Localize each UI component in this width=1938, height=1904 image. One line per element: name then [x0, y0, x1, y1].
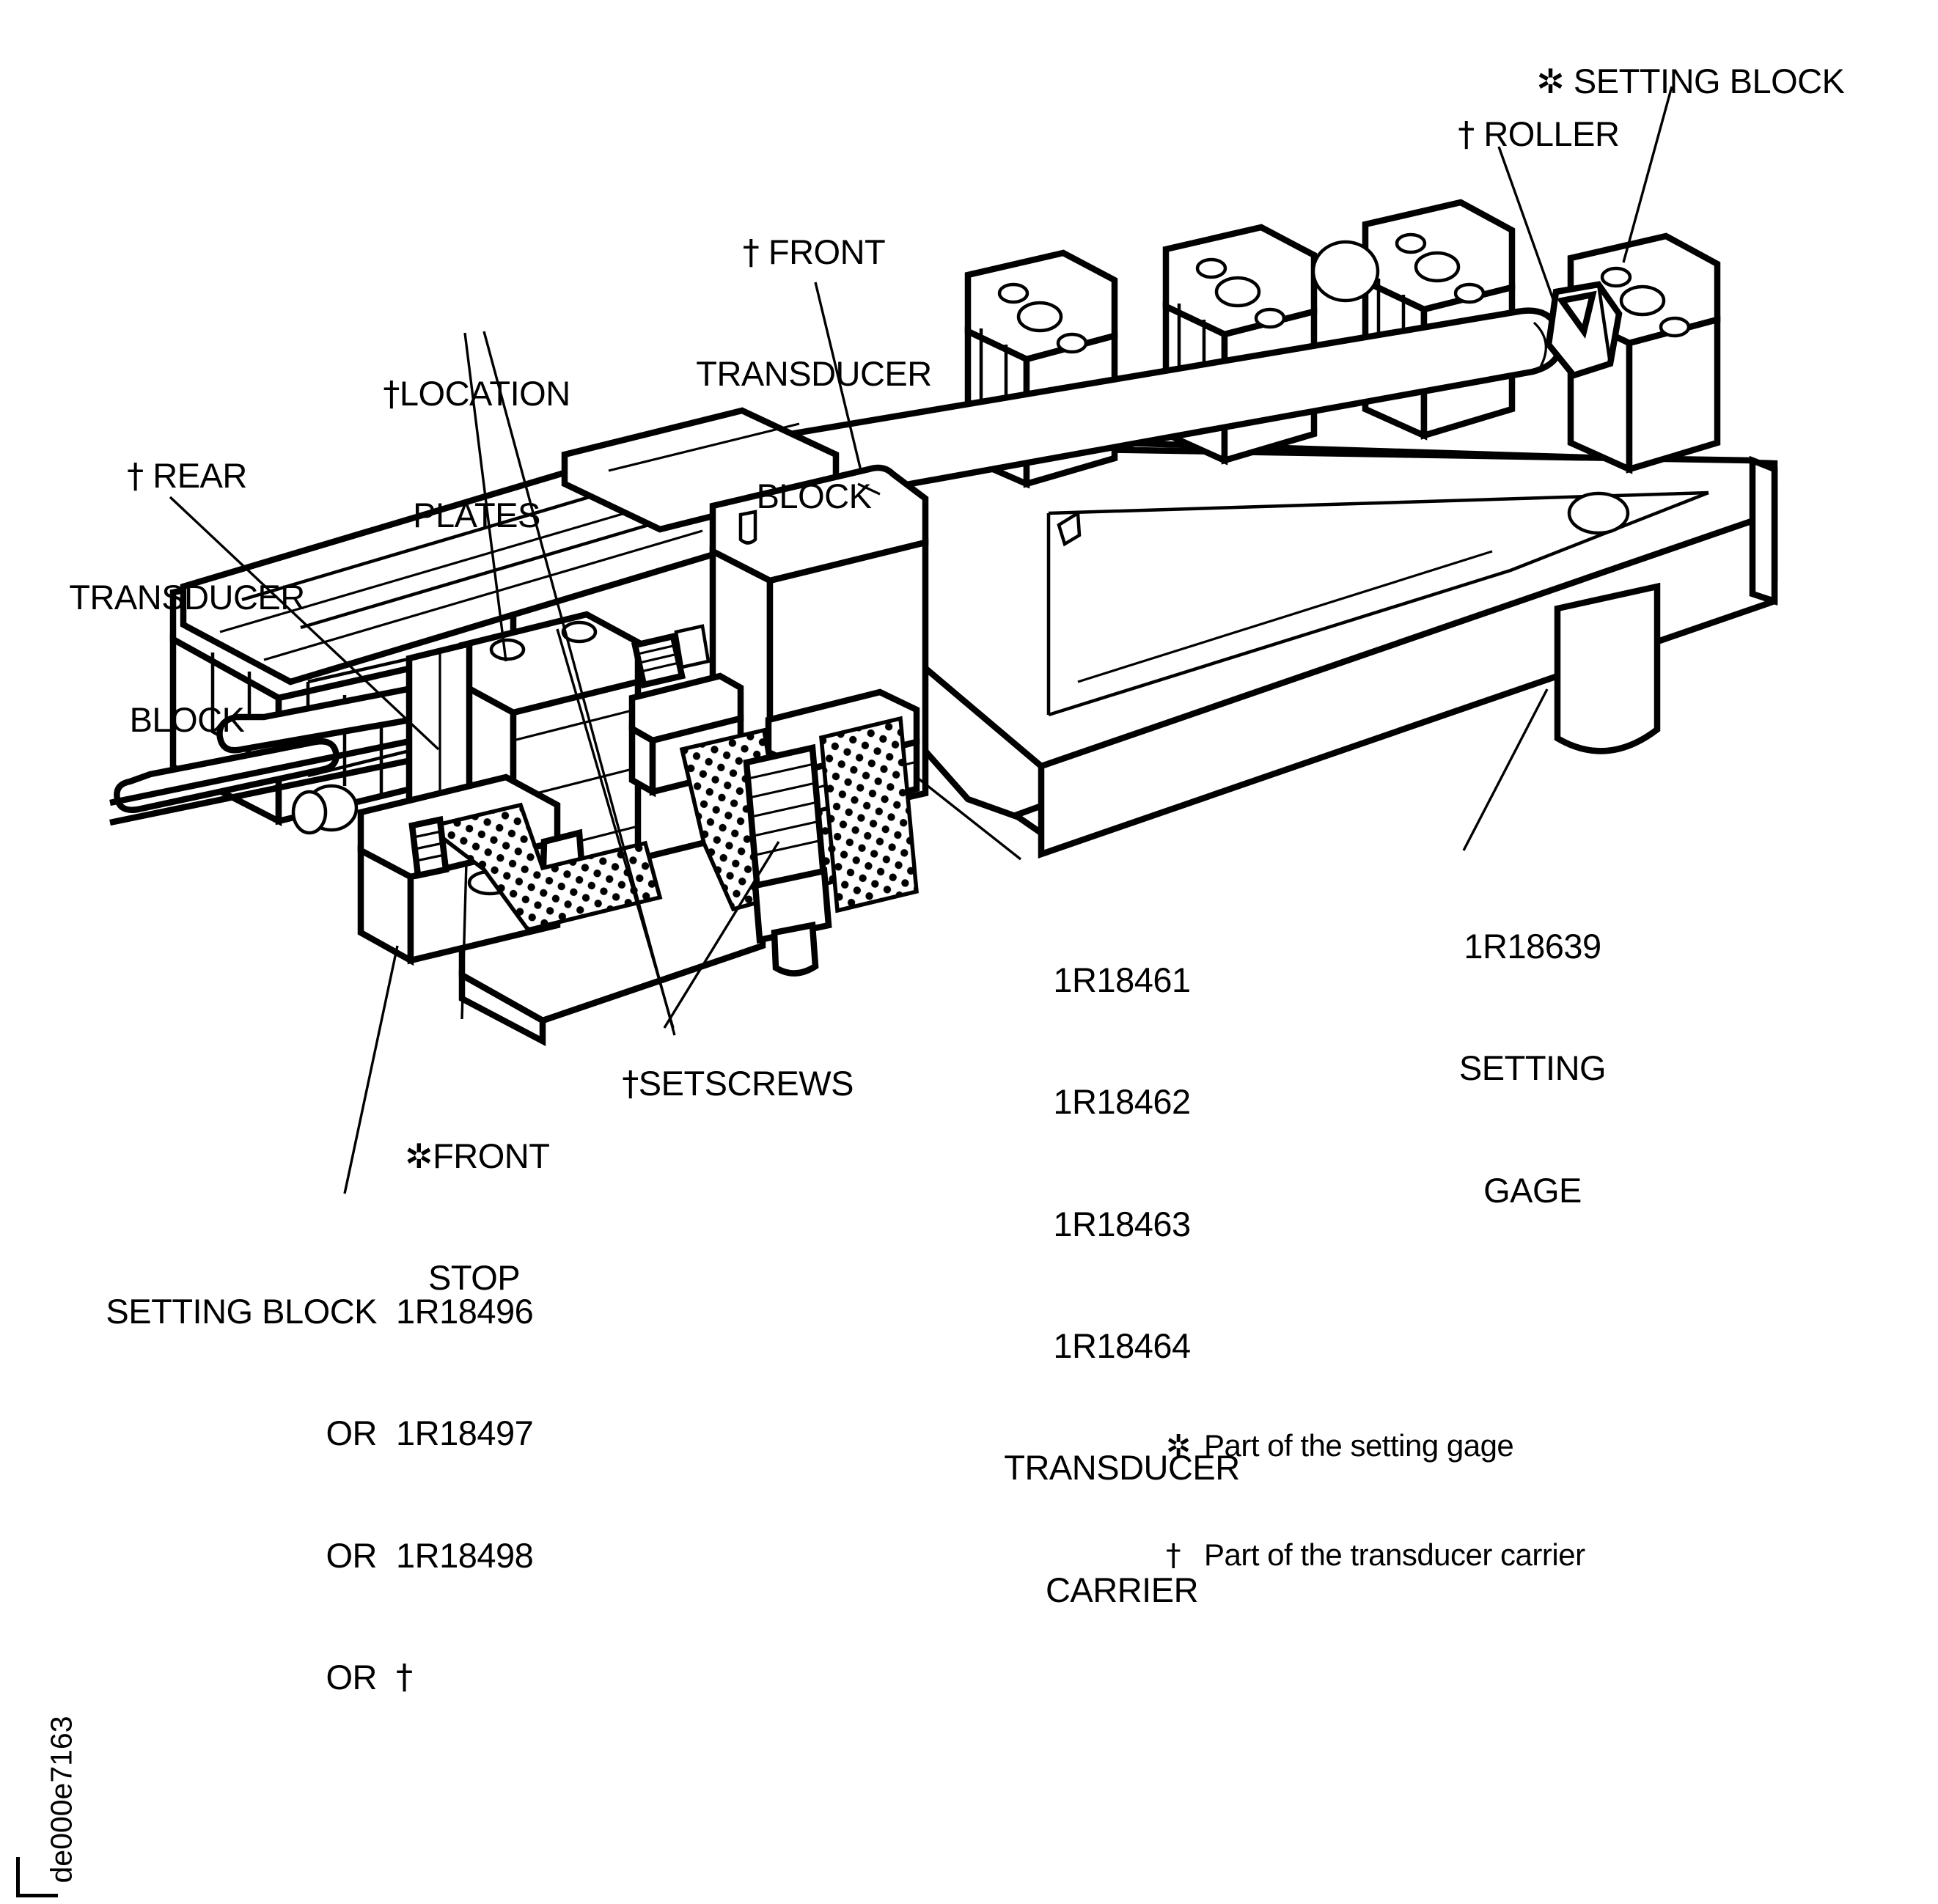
shim-stipple-right [819, 716, 919, 914]
setting-block-list-row4-value: † [396, 1656, 413, 1697]
front-stop-stipple-strap [423, 802, 663, 933]
leader-front-transducer-block [814, 282, 863, 474]
callout-setscrews: †SETSCREWS [585, 1023, 854, 1144]
roller [1545, 281, 1623, 379]
setscrew-spring-left [631, 624, 711, 689]
callout-roller-text: ROLLER [1483, 114, 1620, 154]
callout-transducer-carrier: 1R18461 1R18462 1R18463 1R18464 TRANSDUC… [975, 878, 1269, 1691]
carrier-part-number-3: 1R18463 [1053, 1204, 1191, 1243]
callout-front-stop-line2: STOP [428, 1258, 521, 1298]
callout-rear-transducer-block-line1: REAR [153, 455, 247, 495]
setting-block-list-row1-label: SETTING BLOCK [106, 1291, 377, 1331]
dagger-symbol-icon: † [742, 232, 760, 272]
callout-transducer-carrier-line1: TRANSDUCER [1004, 1448, 1240, 1488]
asterisk-symbol-icon: ✲ [1536, 62, 1565, 102]
callout-setscrews-text: SETSCREWS [638, 1064, 854, 1103]
figure-id-text: de000e7163 [44, 1716, 78, 1883]
locating-pin [1554, 582, 1661, 754]
round-boss [1311, 240, 1380, 303]
leader-setting-block-list [343, 945, 399, 1194]
callout-location-plates-line1: LOCATION [399, 373, 570, 413]
leader-setscrews-a [556, 628, 675, 1029]
callout-front-stop-line1: FRONT [433, 1136, 550, 1175]
dagger-symbol-icon: † [1458, 114, 1475, 155]
callout-setting-gage-line2: GAGE [1483, 1170, 1582, 1210]
callout-location-plates-line2: PLATES [413, 496, 540, 535]
callout-rear-transducer-block: † REAR TRANSDUCER BLOCK [40, 374, 334, 821]
leader-rear-transducer-block [169, 496, 440, 751]
carrier-part-number-2: 1R18462 [1053, 1082, 1191, 1122]
leader-roller [1497, 146, 1555, 300]
setting-block-list-row3-value: 1R18498 [396, 1535, 534, 1575]
callout-setting-block-list: SETTING BLOCK 1R18496 OR 1R18497 OR 1R18… [44, 1210, 587, 1779]
leader-setscrews-b [663, 841, 780, 1029]
legend: ✲ Part of the setting gage † Part of the… [1166, 1355, 1585, 1645]
callout-setting-gage: 1R18639 SETTING GAGE [1415, 845, 1650, 1292]
dagger-symbol-icon: † [383, 373, 400, 413]
figure-id-block: de000e7163 [16, 1624, 104, 1897]
callout-front-stop: ✲FRONT STOP [405, 1054, 550, 1380]
callout-front-transducer-block: † FRONT TRANSDUCER BLOCK [660, 150, 968, 598]
base-hole [1567, 491, 1630, 535]
callout-setting-gage-line1: SETTING [1458, 1048, 1607, 1088]
callout-transducer-carrier-line2: CARRIER [1045, 1570, 1199, 1609]
front-stop-bolts [408, 815, 449, 880]
asterisk-symbol-icon: ✲ [405, 1136, 433, 1176]
setting-block-list-row4-label: OR [326, 1657, 378, 1697]
callout-location-plates: †LOCATION PLATES [345, 292, 609, 617]
dagger-symbol-icon: † [127, 455, 144, 496]
callout-setting-block-top-text: SETTING BLOCK [1573, 62, 1845, 101]
dagger-symbol-icon: † [622, 1064, 639, 1104]
callout-front-transducer-block-line1: FRONT [768, 232, 886, 271]
leader-setting-block-top [1622, 86, 1673, 263]
base-notch-mark [1057, 510, 1082, 547]
callout-roller: † ROLLER [1421, 73, 1620, 195]
callout-setting-block-top: ✲ SETTING BLOCK [1500, 21, 1845, 142]
callout-front-transducer-block-line3: BLOCK [756, 476, 872, 515]
figure-id-corner-mark [16, 1857, 58, 1897]
leader-front-stop [460, 861, 468, 1020]
callout-rear-transducer-block-line2: TRANSDUCER [69, 578, 305, 617]
setting-gage-part-number: 1R18639 [1464, 926, 1601, 966]
legend-asterisk-icon: ✲ [1166, 1428, 1192, 1464]
leader-location-plates-b [482, 331, 676, 1036]
leader-setting-gage [1462, 688, 1549, 851]
setting-block-list-row1-value: 1R18496 [396, 1291, 534, 1331]
setting-block-list-row2-value: 1R18497 [396, 1414, 534, 1453]
legend-item-1-text: Part of the transducer carrier [1204, 1537, 1585, 1572]
setting-block-list-row3-label: OR [326, 1535, 378, 1575]
setscrew-spring-center [743, 743, 832, 977]
carrier-part-number-1: 1R18461 [1053, 960, 1191, 999]
legend-item-0-text: Part of the setting gage [1204, 1428, 1514, 1463]
leader-location-plates-a [463, 332, 507, 662]
legend-dagger-icon: † [1166, 1537, 1181, 1573]
callout-rear-transducer-block-line3: BLOCK [129, 699, 245, 739]
carrier-part-number-4: 1R18464 [1053, 1326, 1191, 1365]
leader-lines [169, 86, 1673, 1194]
setting-block-list-row2-label: OR [326, 1414, 378, 1453]
callout-front-transducer-block-line2: TRANSDUCER [696, 354, 932, 394]
leader-transducer-carrier [915, 776, 1022, 861]
